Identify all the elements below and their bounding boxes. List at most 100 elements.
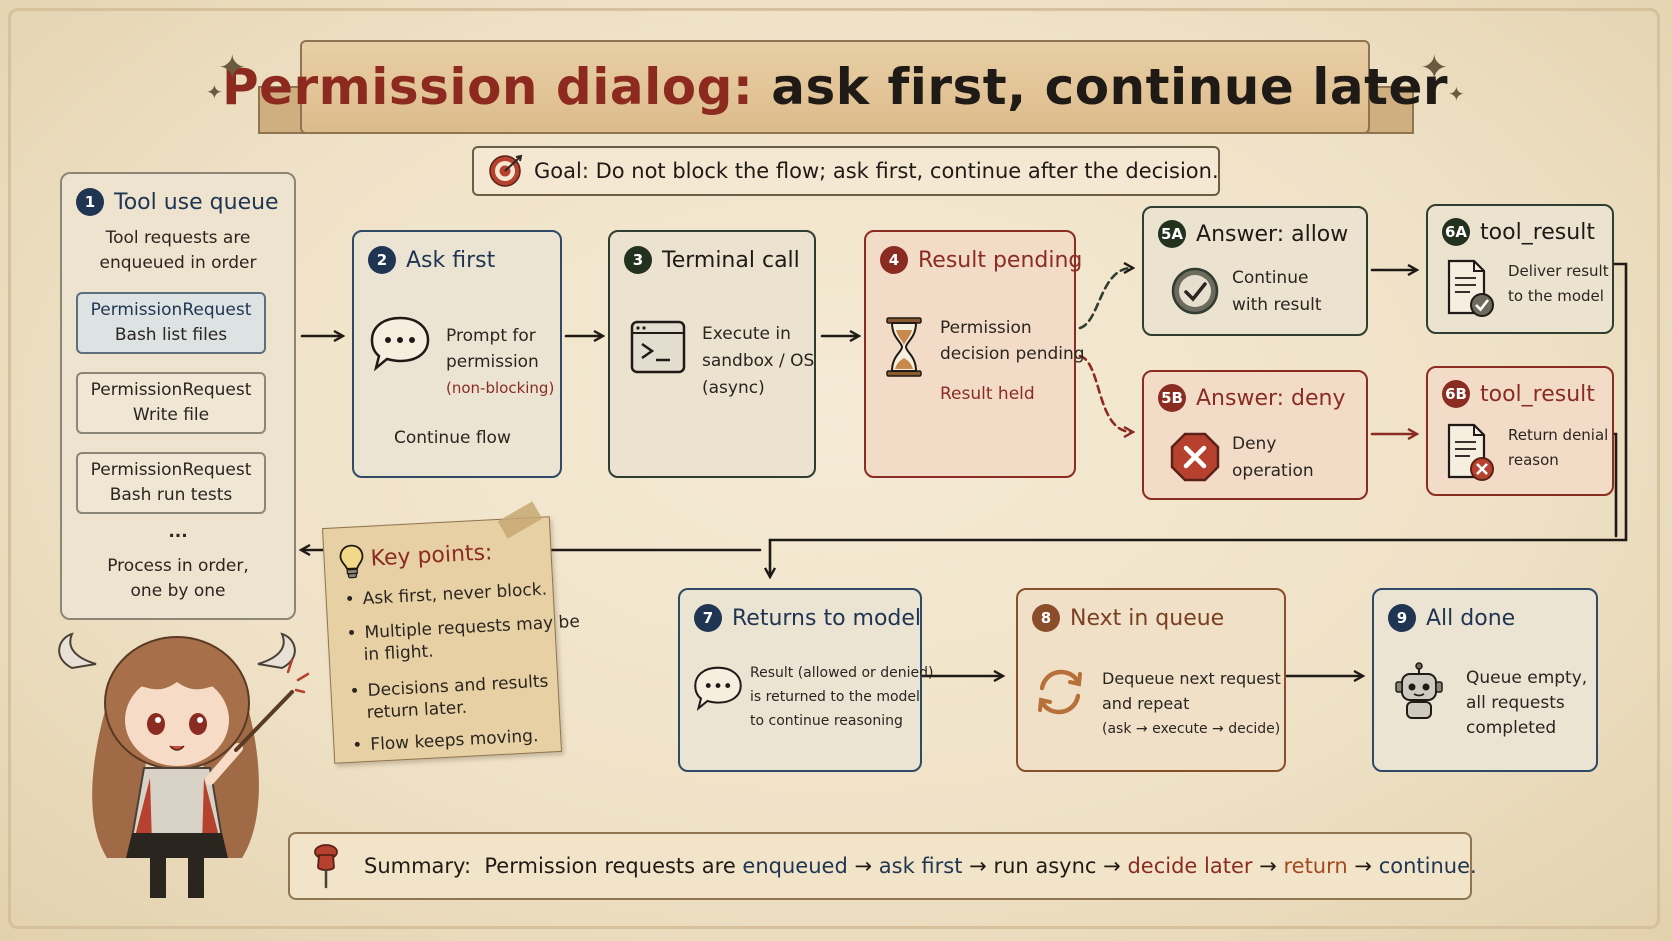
arrow-result-deny-to-model (1612, 432, 1618, 538)
queue-desc-1: Tool requests are (105, 228, 251, 248)
summary-lead: Summary: (364, 854, 472, 878)
deny-line-2: operation (1232, 461, 1314, 481)
queue-item-label: Write file (132, 405, 210, 425)
pushpin-icon (314, 844, 338, 889)
result-pending-card: 4 Result pending Permission decision pen… (864, 230, 1085, 478)
tool-use-queue-card: 1 Tool use queue Tool requests are enque… (60, 172, 296, 620)
queue-footer-2: one by one (130, 581, 226, 601)
summary-arrow: → (969, 854, 987, 878)
step-number: 5A (1158, 220, 1187, 248)
returns-line-2: is returned to the model (750, 689, 920, 705)
speech-bubble-icon (694, 666, 742, 712)
key-point-3-cont: return later. (366, 697, 468, 724)
summary-step-continue: continue. (1378, 854, 1477, 878)
key-point-2: Multiple requests may be (346, 610, 581, 647)
queue-desc-2: enqueued in order (99, 253, 257, 273)
step-number: 7 (694, 604, 722, 632)
deny-title: Answer: deny (1196, 385, 1346, 411)
ask-line-1: Prompt for (446, 326, 536, 346)
terminal-line-3: (async) (702, 378, 765, 398)
sparkle-icon: ✦ (1420, 48, 1449, 88)
document-x-icon (1447, 423, 1494, 481)
terminal-title: Terminal call (662, 247, 800, 273)
title-part-1: Permission dialog: (221, 58, 754, 116)
terminal-line-2: sandbox / OS (702, 351, 815, 371)
result-deny-line-2: reason (1508, 451, 1559, 469)
allow-title: Answer: allow (1196, 221, 1349, 247)
summary-arrow: → (1259, 854, 1277, 878)
key-point-4: Flow keeps moving. (352, 724, 539, 759)
result-deny-title: tool_result (1480, 381, 1595, 407)
result-allow-line-1: Deliver result (1508, 262, 1609, 280)
step-number: 4 (880, 246, 908, 274)
arrow-pending-to-deny (1078, 354, 1132, 432)
ask-line-3: (non-blocking) (446, 379, 555, 397)
pending-line-3: Result held (940, 384, 1035, 404)
key-points-title: Key points: (370, 540, 494, 572)
robot-icon (1395, 662, 1443, 719)
queue-item-label: Bash list files (114, 325, 228, 345)
ask-first-card: 2 Ask first Prompt for permission (non-b… (352, 230, 562, 478)
summary-step-enqueued: enqueued (742, 854, 848, 878)
step-number: 5B (1158, 384, 1186, 412)
arrow-result-allow-to-model (770, 262, 1628, 576)
pending-line-1: Permission (940, 318, 1032, 338)
pending-title: Result pending (918, 247, 1083, 273)
queue-item-label: Bash run tests (109, 485, 233, 505)
step-number: 6B (1442, 380, 1470, 408)
queue-item-type: PermissionRequest (90, 300, 252, 320)
allow-line-1: Continue (1232, 268, 1309, 288)
summary-step-ask-first: ask first (878, 854, 963, 878)
queue-item-run-tests[interactable]: PermissionRequest Bash run tests (76, 452, 266, 514)
queue-item-list-files[interactable]: PermissionRequest Bash list files (76, 292, 266, 354)
returns-title: Returns to model (732, 605, 922, 631)
sparkle-icon: ✦ (218, 48, 247, 88)
key-point-2-cont: in flight. (363, 641, 435, 666)
title-banner: Permission dialog: ask first, continue l… (222, 40, 1448, 134)
queue-footer-1: Process in order, (107, 556, 249, 576)
returns-to-model-card: 7 Returns to model Result (allowed or de… (678, 588, 934, 772)
deny-line-1: Deny (1232, 434, 1277, 454)
queue-ellipsis: ... (168, 522, 188, 542)
step-number: 3 (624, 246, 652, 274)
target-icon (489, 154, 523, 187)
stop-x-icon (1170, 432, 1220, 482)
queue-item-type: PermissionRequest (90, 380, 252, 400)
page-title: Permission dialog: ask first, continue l… (222, 58, 1448, 116)
summary-step-run-async: run async (993, 854, 1097, 878)
cycle-arrows-icon (1038, 669, 1082, 715)
arrow-pending-to-allow (1078, 268, 1132, 330)
summary-text: Summary: Permission requests are enqueue… (364, 854, 1477, 878)
next-in-queue-card: 8 Next in queue Dequeue next request and… (1016, 588, 1286, 772)
queue-title: Tool use queue (114, 189, 279, 215)
returns-line-1: Result (allowed or denied) (750, 665, 934, 681)
tool-result-deny-card: 6B tool_result Return denial reason (1426, 366, 1614, 496)
pending-line-2: decision pending (940, 344, 1085, 364)
summary-arrow: → (1103, 854, 1121, 878)
sparkle-icon: ✦ (1448, 82, 1465, 106)
goal-text: Goal: Do not block the flow; ask first, … (534, 159, 1219, 183)
done-line-3: completed (1466, 718, 1557, 738)
next-line-1: Dequeue next request (1102, 669, 1281, 688)
lightbulb-icon (339, 544, 364, 579)
summary-phrase: Permission requests are (484, 854, 736, 878)
ask-line-2: permission (446, 352, 539, 372)
key-point-1: Ask first, never block. (344, 577, 547, 613)
answer-allow-card: 5A Answer: allow Continue with result (1142, 206, 1368, 336)
returns-line-3: to continue reasoning (750, 713, 903, 729)
next-line-3: (ask → execute → decide) (1102, 721, 1281, 737)
summary-arrow: → (1354, 854, 1372, 878)
step-number: 2 (368, 246, 396, 274)
answer-deny-card: 5B Answer: deny Deny operation (1142, 370, 1368, 500)
all-done-card: 9 All done Queue empty, all requests com… (1372, 588, 1598, 772)
terminal-line-1: Execute in (702, 324, 791, 344)
step-number: 1 (76, 188, 104, 216)
key-points-note: Key points: Ask first, never block. Mult… (321, 516, 580, 764)
summary-step-decide-later: decide later (1127, 854, 1253, 878)
summary-step-return: return (1283, 854, 1348, 878)
ask-footer: Continue flow (394, 428, 511, 448)
queue-item-write-file[interactable]: PermissionRequest Write file (76, 372, 266, 434)
done-line-1: Queue empty, (1466, 668, 1588, 688)
mascot-illustration (58, 632, 310, 898)
